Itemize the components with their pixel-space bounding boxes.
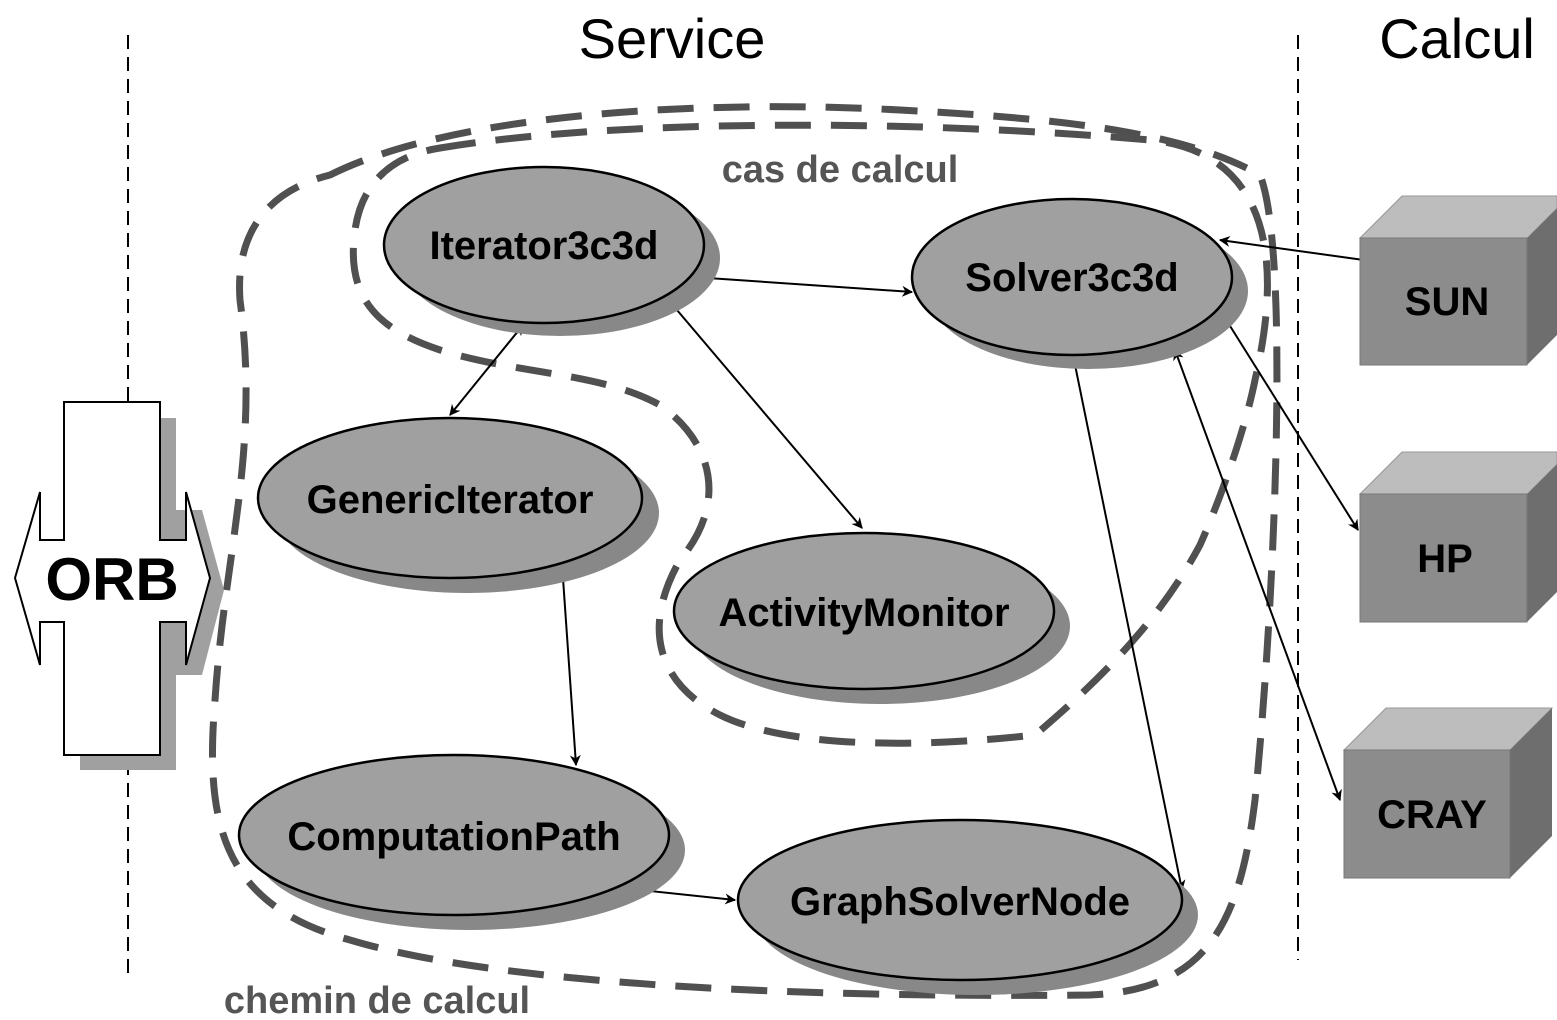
node-graph-solver-node[interactable]: GraphSolverNode (736, 818, 1198, 995)
edge-solver-hp (1219, 309, 1359, 531)
zone-title-calcul: Calcul (1379, 7, 1535, 70)
edge-iterator-solver (691, 272, 914, 297)
edge-iterator-activity-monitor (659, 289, 863, 529)
group-label-cas-de-calcul: cas de calcul (722, 149, 959, 191)
node-computation-path[interactable]: ComputationPath (237, 753, 685, 930)
machine-cray[interactable]: CRAY (1342, 707, 1554, 879)
node-label-generic-iterator: GenericIterator (307, 478, 594, 522)
node-solver3c3d[interactable]: Solver3c3d (910, 197, 1248, 369)
node-label-computation-path: ComputationPath (287, 815, 620, 859)
node-generic-iterator[interactable]: GenericIterator (256, 416, 659, 593)
edge-generic-iterator-computation-path (557, 562, 581, 767)
zone-title-service: Service (579, 7, 766, 70)
edge-solver-sun (1218, 235, 1380, 267)
edge-iterator-generic-iterator (449, 324, 524, 416)
node-label-activity-monitor: ActivityMonitor (718, 591, 1009, 635)
machine-sun[interactable]: SUN (1358, 195, 1557, 366)
group-outline-chemin-de-calcul (208, 103, 1281, 999)
group-label-chemin-de-calcul: chemin de calcul (224, 980, 530, 1020)
machine-label-cray: CRAY (1377, 793, 1487, 837)
machine-label-sun: SUN (1405, 280, 1489, 324)
orb-label: ORB (45, 546, 178, 613)
machine-label-hp: HP (1417, 537, 1473, 581)
edge-solver-graph-solver-node (1069, 353, 1186, 892)
machine-hp[interactable]: HP (1358, 451, 1557, 623)
node-label-solver3c3d: Solver3c3d (965, 256, 1178, 300)
node-label-graph-solver-node: GraphSolverNode (790, 880, 1130, 924)
edges (449, 235, 1380, 905)
group-outline-cas-de-calcul (349, 121, 1271, 747)
node-iterator3c3d[interactable]: Iterator3c3d (382, 165, 720, 336)
orb-bus: ORB (13, 401, 224, 770)
node-label-iterator3c3d: Iterator3c3d (430, 224, 659, 268)
node-activity-monitor[interactable]: ActivityMonitor (672, 531, 1070, 704)
edge-solver-cray (1173, 348, 1342, 802)
